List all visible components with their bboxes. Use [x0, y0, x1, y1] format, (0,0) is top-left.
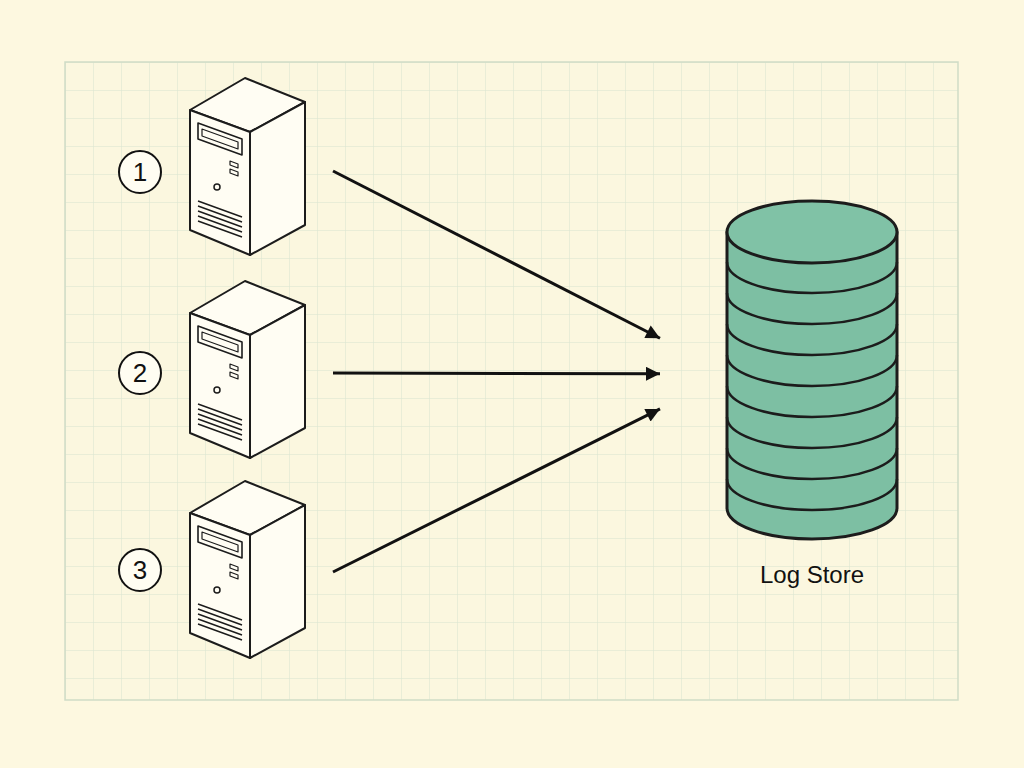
drive-slot — [202, 129, 238, 149]
disk-band — [727, 386, 897, 417]
callout-number: 2 — [118, 351, 162, 395]
text-group: 3 — [118, 548, 162, 592]
server-button — [230, 564, 238, 571]
server-side — [250, 102, 305, 255]
power-button — [214, 387, 220, 393]
vent-line — [198, 414, 242, 430]
vent-line — [198, 211, 242, 227]
vent-line — [198, 419, 242, 435]
vent-line — [198, 614, 242, 630]
text-group: 1 — [118, 150, 162, 194]
disk-band — [727, 448, 897, 479]
server-front — [190, 513, 250, 658]
drive-bay — [198, 526, 242, 558]
vent-line — [198, 619, 242, 635]
vent-line — [198, 604, 242, 620]
server-button — [230, 372, 238, 379]
store-label: Log Store — [660, 561, 964, 589]
server-symbol — [190, 478, 306, 660]
vent-line — [198, 201, 242, 217]
disk-band — [727, 324, 897, 355]
disk-band — [727, 417, 897, 448]
drive-bay — [198, 326, 242, 358]
server-node: 3 — [112, 478, 333, 658]
drive-slot — [202, 332, 238, 352]
server-top — [190, 281, 305, 335]
vent-line — [198, 404, 242, 420]
text-group: Log Store — [660, 561, 964, 589]
grid-fill — [65, 62, 958, 700]
server-node: 2 — [112, 278, 333, 458]
disk-band — [727, 293, 897, 324]
callout-number: 3 — [118, 548, 162, 592]
disk-band — [727, 355, 897, 386]
server-symbol — [190, 75, 306, 257]
server-top — [190, 78, 305, 132]
drive-bay — [198, 123, 242, 155]
callout-number: 1 — [118, 150, 162, 194]
vent-line — [198, 624, 242, 640]
vent-line — [198, 424, 242, 440]
grid-lines — [65, 62, 958, 700]
database-cylinder — [726, 200, 898, 545]
server-side — [250, 505, 305, 658]
server-front — [190, 110, 250, 255]
vent-line — [198, 221, 242, 237]
disk-band — [727, 479, 897, 510]
cylinder-top — [727, 201, 897, 263]
text-group: 2 — [118, 351, 162, 395]
server-top — [190, 481, 305, 535]
server-symbol — [190, 278, 306, 460]
server-button — [230, 169, 238, 176]
server-button — [230, 572, 238, 579]
vent-line — [198, 206, 242, 222]
server-side — [250, 305, 305, 458]
power-button — [214, 184, 220, 190]
arrow-connector — [333, 171, 660, 338]
vent-line — [198, 216, 242, 232]
server-button — [230, 161, 238, 168]
vent-line — [198, 609, 242, 625]
drive-slot — [202, 532, 238, 552]
disk-band — [727, 262, 897, 293]
power-button — [214, 587, 220, 593]
server-node: 1 — [112, 75, 333, 255]
log-store-node: Log Store — [660, 200, 964, 600]
server-front — [190, 313, 250, 458]
vent-line — [198, 409, 242, 425]
cylinder-body — [727, 232, 897, 539]
arrow-connector — [333, 372, 660, 376]
arrow-connector — [333, 409, 660, 572]
server-button — [230, 364, 238, 371]
